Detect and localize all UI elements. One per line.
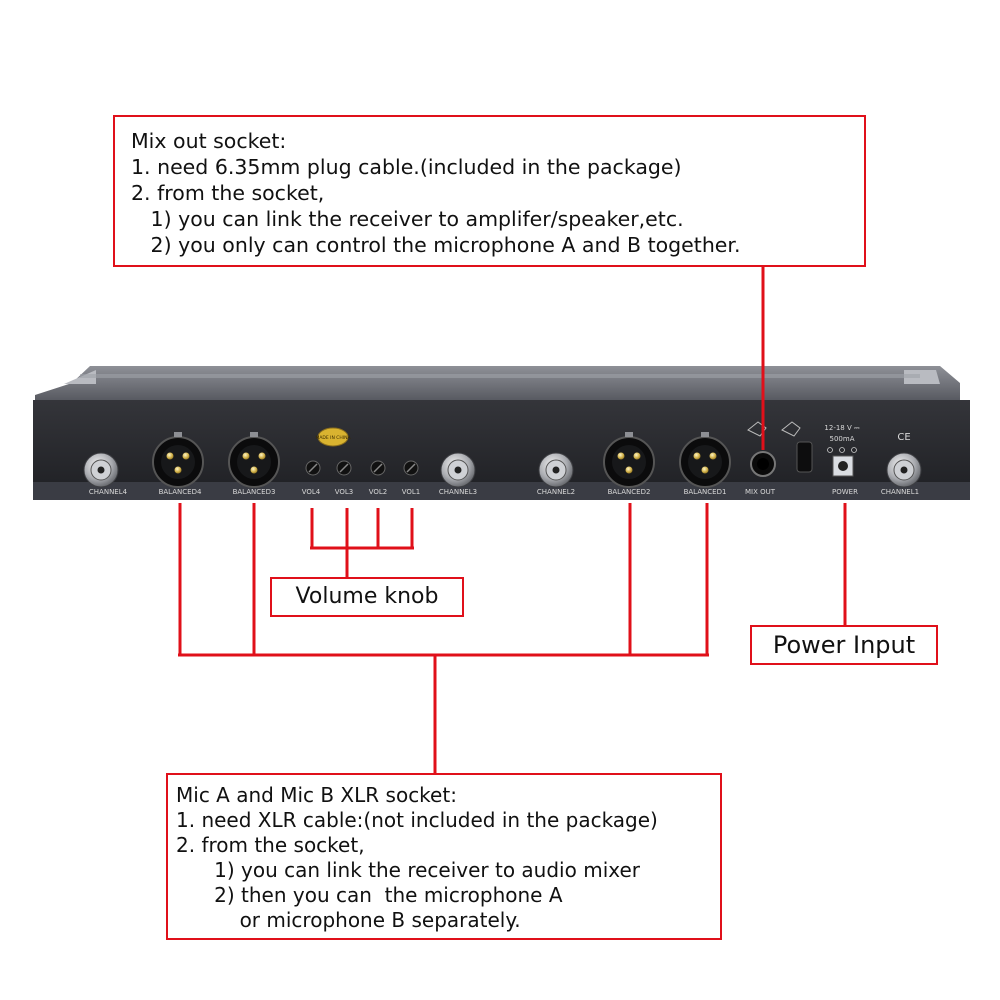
- vol1-knob: [403, 460, 419, 476]
- xlr-line-2: 2. from the socket,: [176, 833, 365, 857]
- balanced3-label: BALANCED3: [233, 488, 276, 496]
- balanced1-xlr-connector: [679, 432, 731, 488]
- balanced1-label: BALANCED1: [684, 488, 727, 496]
- power-input-callout: Power Input: [750, 625, 938, 665]
- balanced4-label: BALANCED4: [159, 488, 202, 496]
- vol4-label: VOL4: [302, 488, 321, 496]
- channel2-bnc-connector: [538, 452, 574, 488]
- vol2-label: VOL2: [369, 488, 388, 496]
- logo-icons: [747, 421, 801, 437]
- balanced2-label: BALANCED2: [608, 488, 651, 496]
- mix-out-title: Mix out socket:: [131, 129, 287, 153]
- channel1-bnc-connector: [886, 452, 922, 488]
- volume-knob-callout: Volume knob: [270, 577, 464, 617]
- mix-out-line-4: 2) you only can control the microphone A…: [131, 233, 741, 257]
- xlr-line-1: 1. need XLR cable:(not included in the p…: [176, 808, 658, 832]
- xlr-socket-callout: Mic A and Mic B XLR socket: 1. need XLR …: [166, 773, 722, 940]
- channel3-bnc-connector: [440, 452, 476, 488]
- xlr-line-4: 2) then you can the microphone A: [176, 883, 563, 907]
- channel4-label: CHANNEL4: [89, 488, 128, 496]
- xlr-line-3: 1) you can link the receiver to audio mi…: [176, 858, 640, 882]
- chassis-top: [35, 366, 960, 402]
- badge-text: MADE IN CHINA: [315, 435, 351, 441]
- current-text: 500mA: [830, 435, 855, 443]
- channel1-label: CHANNEL1: [881, 488, 919, 496]
- voltage-text: 12-18 V ⎓: [824, 424, 860, 432]
- vol3-label: VOL3: [335, 488, 354, 496]
- vol1-label: VOL1: [402, 488, 421, 496]
- ce-mark: CE: [897, 432, 910, 443]
- xlr-line-5: or microphone B separately.: [176, 908, 521, 932]
- dc-power-jack: [832, 455, 854, 477]
- mix-out-label: MIX OUT: [745, 488, 776, 496]
- volume-knobs: [305, 460, 419, 476]
- channel3-label: CHANNEL3: [439, 488, 477, 496]
- mix-out-line-1: 1. need 6.35mm plug cable.(included in t…: [131, 155, 682, 179]
- power-switch: [796, 441, 813, 473]
- balanced2-xlr-connector: [603, 432, 655, 488]
- power-label: POWER: [832, 488, 858, 496]
- balanced3-xlr-connector: [228, 432, 280, 488]
- callout-leader-lines: [178, 267, 847, 773]
- channel2-label: CHANNEL2: [537, 488, 575, 496]
- mix-out-jack: [750, 451, 776, 477]
- xlr-title: Mic A and Mic B XLR socket:: [176, 783, 457, 807]
- mix-out-callout: Mix out socket: 1. need 6.35mm plug cabl…: [113, 115, 866, 267]
- balanced4-xlr-connector: [152, 432, 204, 488]
- mix-out-line-2: 2. from the socket,: [131, 181, 325, 205]
- label-strip: [33, 482, 970, 500]
- channel4-bnc-connector: [83, 452, 119, 488]
- made-in-china-badge: MADE IN CHINA: [315, 427, 351, 447]
- mix-out-line-3: 1) you can link the receiver to amplifer…: [131, 207, 684, 231]
- vol3-knob: [336, 460, 352, 476]
- vol2-knob: [370, 460, 386, 476]
- vol4-knob: [305, 460, 321, 476]
- polarity-icon: [827, 447, 857, 453]
